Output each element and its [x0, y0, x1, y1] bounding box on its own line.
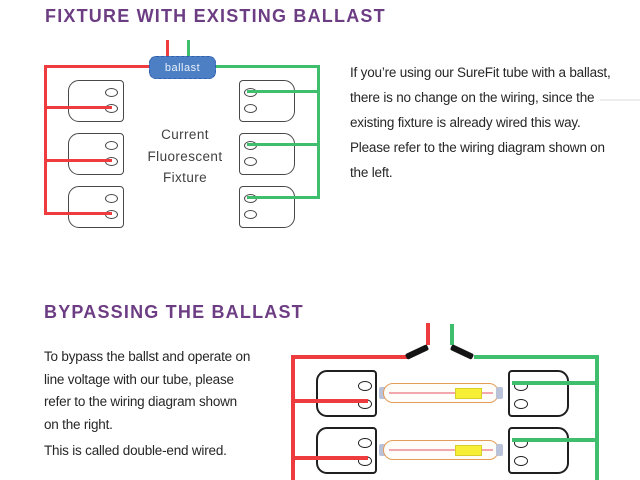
socket-left-2 — [68, 133, 124, 175]
green-branch-2 — [512, 438, 599, 442]
tube-label-sticker — [455, 445, 482, 456]
red-wire-left-bus — [291, 355, 295, 480]
description-line: line voltage with our tube, please — [44, 371, 234, 387]
socket-pin — [105, 157, 118, 166]
description-line: there is no change on the wiring, since … — [350, 90, 595, 105]
line-wire-red — [426, 323, 430, 345]
socket-pin — [105, 88, 118, 97]
green-branch-3 — [247, 195, 320, 199]
tube-endcap — [496, 387, 503, 399]
fixture-caption-line: Fixture — [162, 170, 208, 185]
red-branch-2 — [291, 456, 368, 460]
socket-left-1 — [316, 370, 377, 417]
scan-artifact-line — [600, 99, 640, 101]
section-title-bypassing-ballast: BYPASSING THE BALLAST — [44, 302, 304, 322]
socket-right-2 — [508, 427, 569, 474]
existing-ballast-description: If you’re using our SureFit tube with a … — [350, 60, 611, 185]
socket-pin — [244, 141, 257, 150]
socket-left-1 — [68, 80, 124, 122]
description-line: To bypass the ballst and operate on — [44, 349, 251, 364]
description-line: Please refer to the wiring diagram shown… — [350, 140, 605, 155]
description-line: If you’re using our SureFit tube with a … — [350, 65, 611, 80]
socket-pin — [105, 194, 118, 203]
socket-pin — [244, 104, 257, 113]
green-wire-right-bus — [317, 65, 320, 199]
green-branch-1 — [512, 381, 599, 385]
wire-nut-left — [404, 344, 430, 360]
socket-pin — [514, 456, 528, 466]
socket-right-3 — [239, 186, 295, 228]
socket-pin — [105, 104, 118, 113]
description-line: refer to the wiring diagram shown — [44, 394, 237, 410]
red-wire-ballast-left — [44, 65, 150, 68]
fixture-caption-line: Fluorescent — [147, 148, 223, 164]
red-branch-1 — [291, 399, 368, 403]
red-branch-3 — [44, 211, 112, 215]
red-branch-1 — [44, 105, 112, 109]
socket-pin — [358, 381, 372, 391]
red-branch-2 — [44, 158, 112, 162]
tube-endcap — [496, 444, 503, 456]
line-wire-green — [450, 324, 454, 345]
socket-left-2 — [316, 427, 377, 474]
led-tube-2 — [379, 440, 503, 460]
tube-filament-line — [389, 449, 493, 451]
tube-endcap — [379, 444, 386, 456]
tube-label-sticker — [455, 388, 482, 399]
ballast-box: ballast — [149, 56, 216, 79]
socket-pin — [244, 157, 257, 166]
green-wire-top-run — [474, 355, 599, 359]
ballast-input-wire-green — [186, 40, 190, 58]
green-branch-2 — [247, 142, 320, 146]
fixture-caption: Current Fluorescent Fixture — [138, 124, 232, 189]
green-wire-ballast-right — [216, 65, 320, 68]
socket-pin — [244, 210, 257, 219]
socket-pin — [105, 210, 118, 219]
socket-right-1 — [508, 370, 569, 417]
fixture-caption-line: Current — [161, 127, 209, 142]
tube-filament-line — [389, 392, 493, 394]
socket-pin — [244, 88, 257, 97]
description-line: the left. — [350, 165, 393, 180]
bypass-description: To bypass the ballst and operate on line… — [44, 346, 250, 463]
section-title-existing-ballast: FIXTURE WITH EXISTING BALLAST — [45, 6, 386, 26]
socket-pin — [514, 399, 528, 409]
socket-left-3 — [68, 186, 124, 228]
led-tube-1 — [379, 383, 503, 403]
socket-pin — [358, 438, 372, 448]
green-wire-right-bus — [595, 355, 599, 480]
socket-pin — [105, 141, 118, 150]
ballast-input-wire-red — [165, 40, 169, 58]
socket-right-2 — [239, 133, 295, 175]
tube-endcap — [379, 387, 386, 399]
wire-nut-right — [449, 344, 475, 360]
socket-pin — [244, 194, 257, 203]
description-line: This is called double-end wired. — [44, 442, 227, 458]
red-wire-top-run — [291, 355, 410, 359]
description-line: existing fixture is already wired this w… — [350, 115, 581, 130]
socket-right-1 — [239, 80, 295, 122]
red-wire-left-bus — [44, 65, 47, 215]
description-line: on the right. — [44, 417, 113, 433]
green-branch-1 — [247, 89, 320, 93]
